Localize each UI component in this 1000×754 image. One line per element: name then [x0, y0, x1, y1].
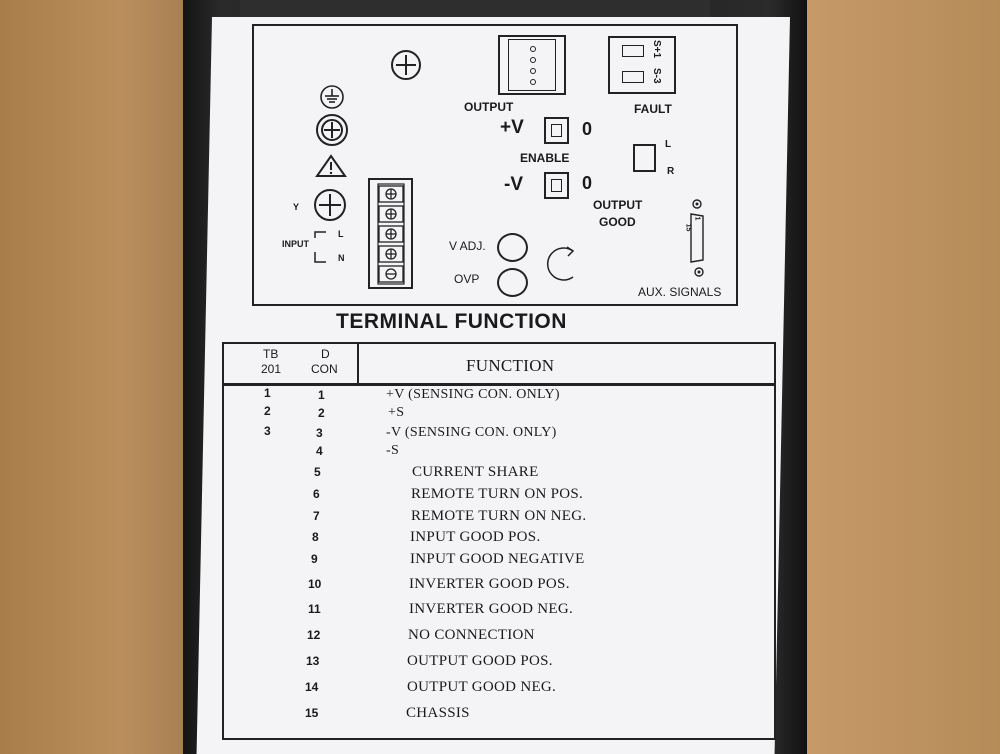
row-function-text: OUTPUT GOOD POS.	[407, 653, 553, 669]
row-tb201-value: 3	[264, 424, 271, 438]
row-dcon-value: 4	[316, 444, 323, 458]
aux-signals-label: AUX. SIGNALS	[638, 285, 722, 299]
y-label: Y	[293, 202, 300, 212]
row-dcon-value: 3	[316, 426, 323, 440]
row-function-text: INVERTER GOOD POS.	[409, 576, 570, 592]
output-pins-icon	[530, 46, 536, 85]
dcon-header-line1: D	[321, 347, 330, 361]
row-dcon-value: 10	[308, 577, 322, 591]
minus-v-label: -V	[504, 174, 523, 195]
fault-s-minus-label: S-3	[651, 68, 662, 84]
tb-header-line2: 201	[261, 362, 282, 376]
warning-triangle-icon	[315, 154, 347, 177]
row-dcon-value: 15	[305, 706, 319, 720]
row-function-text: -V (SENSING CON. ONLY)	[386, 425, 557, 440]
minus-v-switch[interactable]	[544, 172, 569, 199]
input-ground-screw-icon	[314, 189, 346, 221]
fault-s-plus-label: S+1	[651, 40, 662, 59]
row-function-text: +S	[388, 405, 405, 420]
table-column-divider	[357, 342, 359, 384]
row-dcon-value: 11	[308, 602, 321, 616]
aux-signals-dsub-icon	[690, 199, 704, 277]
output-good-label-line1: OUTPUT	[593, 198, 643, 212]
row-function-text: REMOTE TURN ON POS.	[411, 486, 584, 502]
lr-switch[interactable]	[633, 144, 656, 172]
plus-v-switch[interactable]	[544, 117, 569, 144]
switch-l-label: L	[665, 139, 672, 150]
plus-v-label: +V	[500, 117, 524, 138]
switch-r-label: R	[667, 166, 675, 177]
v-adj-label: V ADJ.	[449, 239, 486, 253]
terminal-function-title: TERMINAL FUNCTION	[336, 310, 567, 333]
row-dcon-value: 2	[318, 406, 325, 420]
output-good-label-line2: GOOD	[599, 215, 636, 229]
ovp-label: OVP	[454, 272, 480, 286]
protective-earth-icon	[316, 114, 348, 146]
dcon-header-line2: CON	[311, 362, 338, 376]
row-function-text: NO CONNECTION	[408, 627, 535, 643]
plus-v-zero-label: 0	[582, 119, 593, 139]
row-dcon-value: 14	[305, 680, 319, 694]
row-function-text: REMOTE TURN ON NEG.	[411, 508, 587, 524]
row-dcon-value: 12	[307, 628, 321, 642]
row-function-text: CURRENT SHARE	[412, 464, 539, 480]
row-dcon-value: 7	[313, 509, 320, 523]
row-dcon-value: 13	[306, 654, 320, 668]
row-dcon-value: 1	[318, 388, 325, 402]
row-function-text: OUTPUT GOOD NEG.	[407, 679, 557, 695]
row-dcon-value: 9	[311, 552, 318, 566]
row-dcon-value: 8	[312, 530, 319, 544]
function-header: FUNCTION	[466, 356, 555, 375]
output-label: OUTPUT	[464, 100, 514, 114]
dsub-pin-top-label: 1	[693, 216, 701, 221]
row-tb201-value: 1	[264, 386, 271, 400]
input-n-label: N	[338, 253, 345, 263]
screw-icon	[391, 50, 421, 80]
input-label: INPUT	[282, 239, 309, 249]
input-bracket-icon	[314, 231, 326, 263]
row-function-text: INVERTER GOOD NEG.	[409, 601, 574, 617]
output-connector	[498, 35, 566, 95]
row-dcon-value: 5	[314, 465, 321, 479]
terminal-function-table	[222, 342, 776, 740]
fault-label: FAULT	[634, 102, 672, 116]
row-function-text: INPUT GOOD POS.	[410, 529, 541, 545]
input-l-label: L	[338, 229, 344, 239]
terminal-block	[368, 178, 413, 289]
v-adj-potentiometer[interactable]	[497, 233, 528, 262]
row-function-text: INPUT GOOD NEGATIVE	[410, 551, 585, 567]
dsub-pin-bottom-label: 15	[684, 223, 692, 232]
ovp-potentiometer[interactable]	[497, 268, 528, 297]
earth-ground-icon	[320, 85, 344, 109]
enable-label: ENABLE	[520, 151, 570, 165]
row-function-text: -S	[386, 443, 400, 458]
row-dcon-value: 6	[313, 487, 320, 501]
row-function-text: CHASSIS	[406, 705, 470, 721]
rotate-clockwise-icon	[546, 246, 575, 281]
terminal-screws-icon	[377, 183, 405, 285]
tb-header-line1: TB	[263, 347, 279, 361]
fault-connector: S+1 S-3	[608, 36, 676, 94]
row-function-text: +V (SENSING CON. ONLY)	[386, 387, 560, 402]
table-header-rule	[222, 383, 776, 386]
housing-top-edge	[240, 0, 710, 20]
front-panel-diagram	[252, 24, 738, 306]
row-tb201-value: 2	[264, 404, 271, 418]
minus-v-zero-label: 0	[582, 173, 593, 193]
